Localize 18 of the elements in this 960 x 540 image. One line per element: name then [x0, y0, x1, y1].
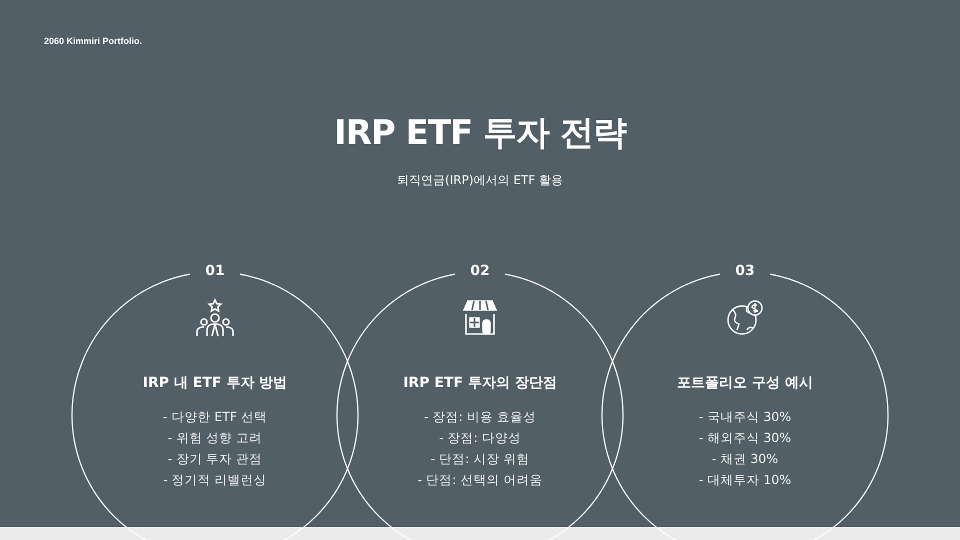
subtitle: 퇴직연금(IRP)에서의 ETF 활용	[396, 172, 564, 189]
bullet-text: - 정기적 리밸런싱	[162, 472, 268, 489]
bullet-text: - 대체투자 10%	[698, 472, 792, 489]
bullet-text: - 다양한 ETF 선택	[162, 409, 268, 426]
bullet-text: - 국내주식 30%	[698, 409, 792, 426]
bullet-text: - 단점: 시장 위험	[430, 451, 530, 468]
card-heading: IRP 내 ETF 투자 방법	[142, 374, 288, 392]
bullet-text: - 장점: 비용 효율성	[423, 409, 537, 426]
card-heading: IRP ETF 투자의 장단점	[402, 374, 558, 392]
bullet-text: - 장기 투자 관점	[166, 451, 264, 468]
slide-title: IRP ETF 투자 전략	[333, 112, 628, 155]
portfolio-label: 2060 Kimmiri Portfolio.	[44, 36, 142, 46]
bullet-text: - 단점: 선택의 어려움	[416, 472, 544, 489]
card-heading: 포트폴리오 구성 예시	[676, 374, 814, 392]
bullet-text: - 해외주식 30%	[698, 430, 792, 447]
bullet-text: - 위험 성향 고려	[166, 430, 264, 447]
bullet-text: - 채권 30%	[710, 451, 780, 468]
bullet-text: - 장점: 다양성	[438, 430, 522, 447]
